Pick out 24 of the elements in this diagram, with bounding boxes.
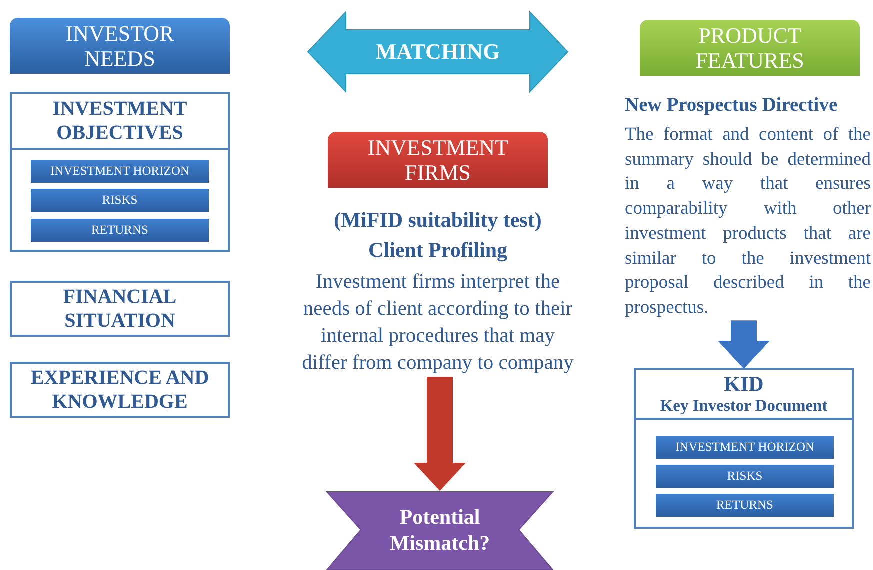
header-banner: PRODUCT FEATURES [640,20,860,76]
item-bar: RETURNS [656,494,834,517]
category-box [634,368,854,529]
item-bar: RISKS [656,465,834,488]
category-box: FINANCIAL SITUATION [10,281,230,337]
subheading: (MiFID suitability test) Client Profiling [333,207,543,264]
item-bar: RETURNS [31,219,209,242]
arrow-label: MATCHING [376,39,500,65]
subheading: New Prospectus Directive [625,94,839,118]
banner-label: Potential Mismatch? [388,504,492,556]
category-box [10,92,230,252]
header-banner: INVESTOR NEEDS [10,18,230,74]
item-bar: INVESTMENT HORIZON [31,160,209,183]
box-heading: KID [724,372,764,396]
item-bar: INVESTMENT HORIZON [656,436,834,459]
box-heading: INVESTMENT OBJECTIVES [52,97,188,145]
header-banner: INVESTMENT FIRMS [328,132,548,188]
paragraph: Investment firms interpret the needs of client according to their internal procedures that may differ from company to company [301,270,575,376]
block-arrow [414,377,466,491]
block-arrow [718,320,770,369]
item-bar: RISKS [31,189,209,212]
paragraph: The format and content of the summary should be determined in a way that ensures comparability with other investment products that are similar to the investment proposal described in the prospectus. [625,124,871,320]
category-box: EXPERIENCE AND KNOWLEDGE [10,362,230,418]
box-subheading: Key Investor Document [660,396,828,416]
